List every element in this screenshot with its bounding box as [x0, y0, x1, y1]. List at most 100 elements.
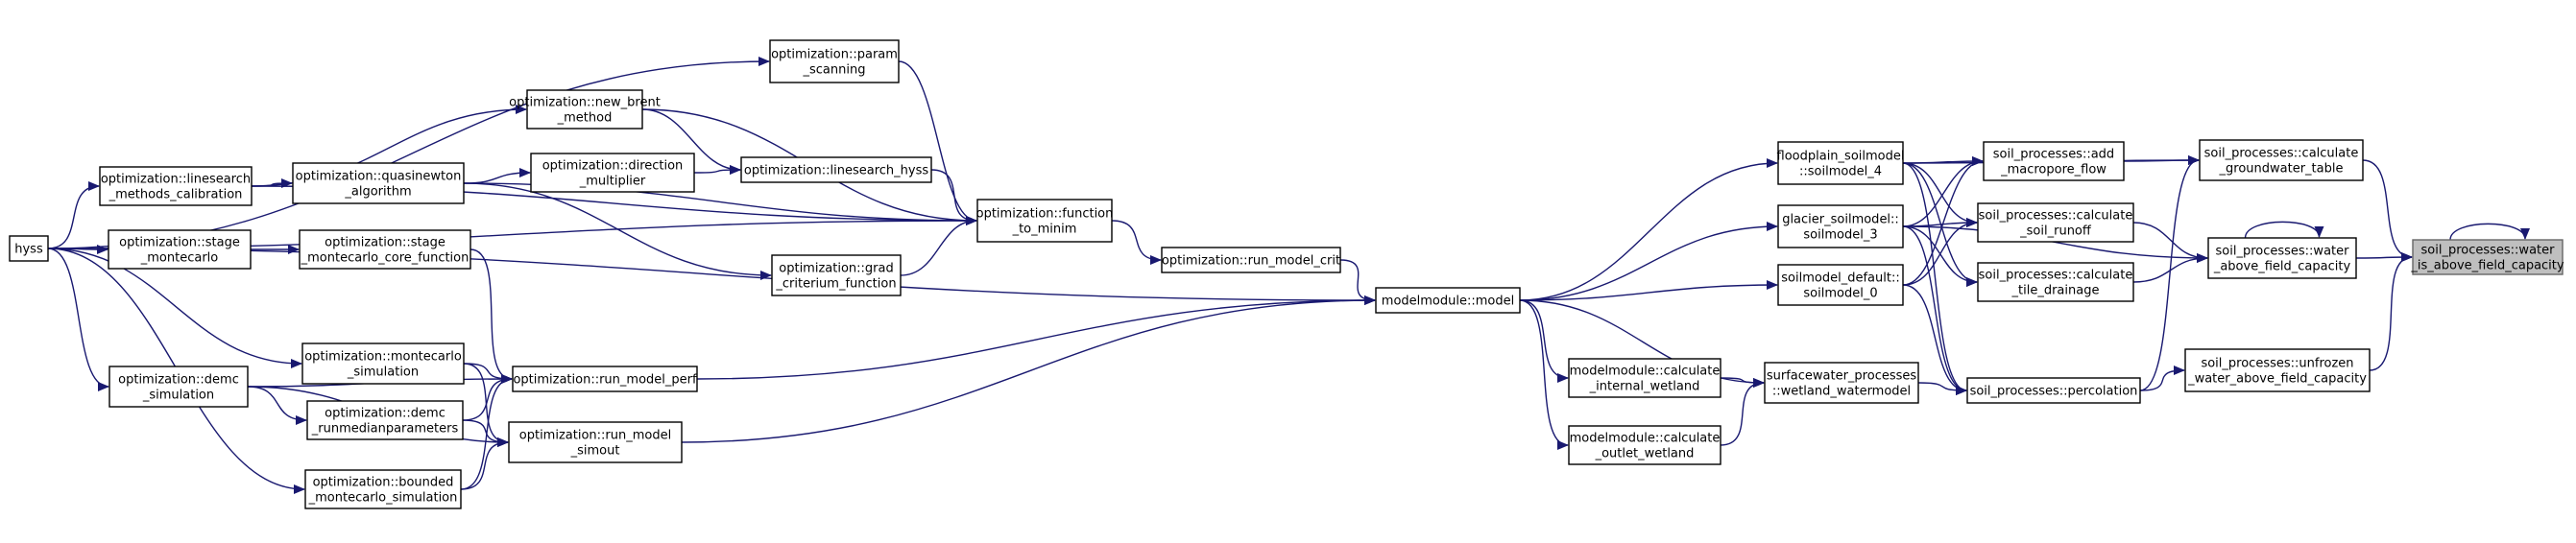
- edge-water-to-water: [2449, 223, 2530, 241]
- edge-demc-sim-to-demc-runmedian: [247, 386, 307, 425]
- node-calc-internal[interactable]: modelmodule::calculate_internal_wetland: [1568, 358, 1721, 398]
- edge-line: [2132, 222, 2208, 263]
- edge-default-to-percolation: [1902, 284, 1967, 395]
- node-box: [1777, 141, 1904, 185]
- edge-line: [2355, 252, 2413, 263]
- node-label: _internal_wetland: [1589, 380, 1700, 394]
- node-label: _method: [557, 111, 613, 126]
- node-box: [1764, 362, 1919, 404]
- node-run-model-crit[interactable]: optimization::run_model_crit: [1161, 247, 1341, 273]
- node-box: [1375, 287, 1521, 314]
- node-box: [1568, 358, 1721, 398]
- node-label: _criterium_function: [775, 277, 896, 292]
- edge-calc-outlet-to-surfacewater: [1720, 378, 1765, 446]
- node-new-brent[interactable]: optimization::new_brent_method: [509, 89, 661, 130]
- node-model[interactable]: modelmodule::model: [1375, 287, 1521, 314]
- node-box: [2412, 239, 2564, 275]
- node-percolation[interactable]: soil_processes::percolation: [1966, 377, 2141, 404]
- node-label: optimization::param: [771, 48, 898, 62]
- node-box: [508, 421, 683, 463]
- node-calc-outlet[interactable]: modelmodule::calculate_outlet_wetland: [1568, 425, 1721, 465]
- edge-quasinewton-to-grad: [463, 182, 772, 280]
- node-label: modelmodule::model: [1382, 295, 1514, 309]
- edge-line: [251, 178, 293, 189]
- edge-line: [2369, 252, 2413, 371]
- node-bounded-mc[interactable]: optimization::bounded_montecarlo_simulat…: [304, 469, 462, 509]
- node-default[interactable]: soilmodel_default::soilmodel_0: [1777, 264, 1904, 306]
- edge-function-to-minim-to-run-model-crit: [1111, 220, 1162, 265]
- node-label: soil_processes::add: [1993, 148, 2114, 162]
- node-calc-soil-runoff[interactable]: soil_processes::calculate_soil_runoff: [1977, 202, 2134, 243]
- edge-floodplain-to-percolation: [1902, 162, 1967, 395]
- node-direction[interactable]: optimization::direction_multiplier: [530, 153, 695, 193]
- edge-quasinewton-to-direction: [463, 168, 531, 184]
- node-box: [1777, 204, 1904, 248]
- edge-bounded-mc-to-run-model-perf: [460, 374, 513, 490]
- edge-model-to-calc-internal: [1519, 299, 1569, 383]
- edge-line: [463, 182, 772, 280]
- node-param[interactable]: optimization::param_scanning: [769, 39, 900, 83]
- node-add-macropore[interactable]: soil_processes::add_macropore_flow: [1983, 141, 2125, 181]
- edge-line: [1902, 156, 1984, 227]
- edge-line: [47, 248, 1376, 305]
- node-montecarlo-sim[interactable]: optimization::montecarlo_simulation: [301, 342, 465, 385]
- node-label: optimization::run_model_perf: [513, 373, 697, 388]
- node-linesearch-cal[interactable]: optimization::linesearch_methods_calibra…: [99, 166, 253, 206]
- node-label: _is_above_field_capacity: [2410, 259, 2564, 273]
- node-calc-gw[interactable]: soil_processes::calculate_groundwater_ta…: [2199, 139, 2364, 181]
- node-box: [771, 254, 902, 296]
- node-label: soilmodel_0: [1803, 287, 1877, 301]
- node-label: soil_processes::unfrozen: [2201, 357, 2353, 371]
- node-calc-tile[interactable]: soil_processes::calculate_tile_drainage: [1977, 262, 2134, 302]
- edge-line: [462, 419, 509, 447]
- edge-line: [1519, 158, 1778, 301]
- node-hyss[interactable]: hyss: [9, 235, 49, 262]
- node-label: _groundwater_table: [2219, 162, 2344, 177]
- node-water[interactable]: soil_processes::water_is_above_field_cap…: [2410, 239, 2564, 275]
- node-label: _methods_calibration: [108, 188, 243, 202]
- node-box: [512, 366, 698, 392]
- node-run-model-perf[interactable]: optimization::run_model_perf: [512, 366, 698, 392]
- node-unfrozen[interactable]: soil_processes::unfrozen_water_above_fie…: [2184, 348, 2371, 392]
- edge-line: [1902, 162, 1978, 287]
- edge-calc-soil-runoff-to-water-above: [2132, 222, 2208, 263]
- edge-linesearch-cal-to-quasinewton: [251, 178, 293, 189]
- node-demc-sim[interactable]: optimization::demc_simulation: [108, 366, 249, 408]
- node-floodplain[interactable]: floodplain_soilmodel::soilmodel_4: [1777, 141, 1905, 185]
- node-label: optimization::grad: [779, 262, 893, 276]
- node-run-model-simout[interactable]: optimization::run_model_simout: [508, 421, 683, 463]
- edge-run-model-perf-to-model: [696, 295, 1376, 380]
- node-glacier[interactable]: glacier_soilmodel::soilmodel_3: [1777, 204, 1904, 248]
- node-label: _to_minim: [1012, 223, 1077, 237]
- node-box: [530, 153, 695, 193]
- edge-unfrozen-to-water: [2369, 252, 2413, 371]
- node-stage-mc-core[interactable]: optimization::stage_montecarlo_core_func…: [299, 229, 471, 270]
- node-box: [304, 469, 462, 509]
- node-label: _runmedianparameters: [311, 422, 459, 437]
- edge-line: [1111, 220, 1162, 265]
- edge-grad-to-function-to-minim: [900, 216, 977, 276]
- node-quasinewton[interactable]: optimization::quasinewton_algorithm: [292, 162, 465, 204]
- node-water-above[interactable]: soil_processes::water_above_field_capaci…: [2207, 237, 2357, 279]
- node-box: [108, 366, 249, 408]
- node-function-to-minim[interactable]: optimization::function_to_minim: [976, 199, 1114, 243]
- edge-direction-to-ls-hyss: [693, 165, 741, 176]
- node-stage-mc[interactable]: optimization::stage_montecarlo: [108, 229, 252, 270]
- edge-hyss-to-linesearch-cal: [47, 181, 100, 249]
- node-box: [9, 235, 49, 262]
- node-label: ::soilmodel_4: [1799, 165, 1882, 179]
- node-label: optimization::linesearch_hyss: [744, 164, 928, 178]
- node-label: optimization::stage: [325, 236, 445, 250]
- node-box: [740, 156, 932, 183]
- node-box: [292, 162, 465, 204]
- node-label: soilmodel_default::: [1781, 272, 1899, 286]
- node-label: _above_field_capacity: [2213, 260, 2351, 274]
- node-grad[interactable]: optimization::grad_criterium_function: [771, 254, 902, 296]
- node-demc-runmedian[interactable]: optimization::demc_runmedianparameters: [306, 400, 464, 440]
- node-label: _outlet_wetland: [1595, 447, 1695, 461]
- node-surfacewater[interactable]: surfacewater_processes::wetland_watermod…: [1764, 362, 1919, 404]
- node-ls-hyss[interactable]: optimization::linesearch_hyss: [740, 156, 932, 183]
- edge-line: [930, 169, 977, 225]
- edge-line: [1519, 280, 1778, 301]
- node-box: [769, 39, 900, 83]
